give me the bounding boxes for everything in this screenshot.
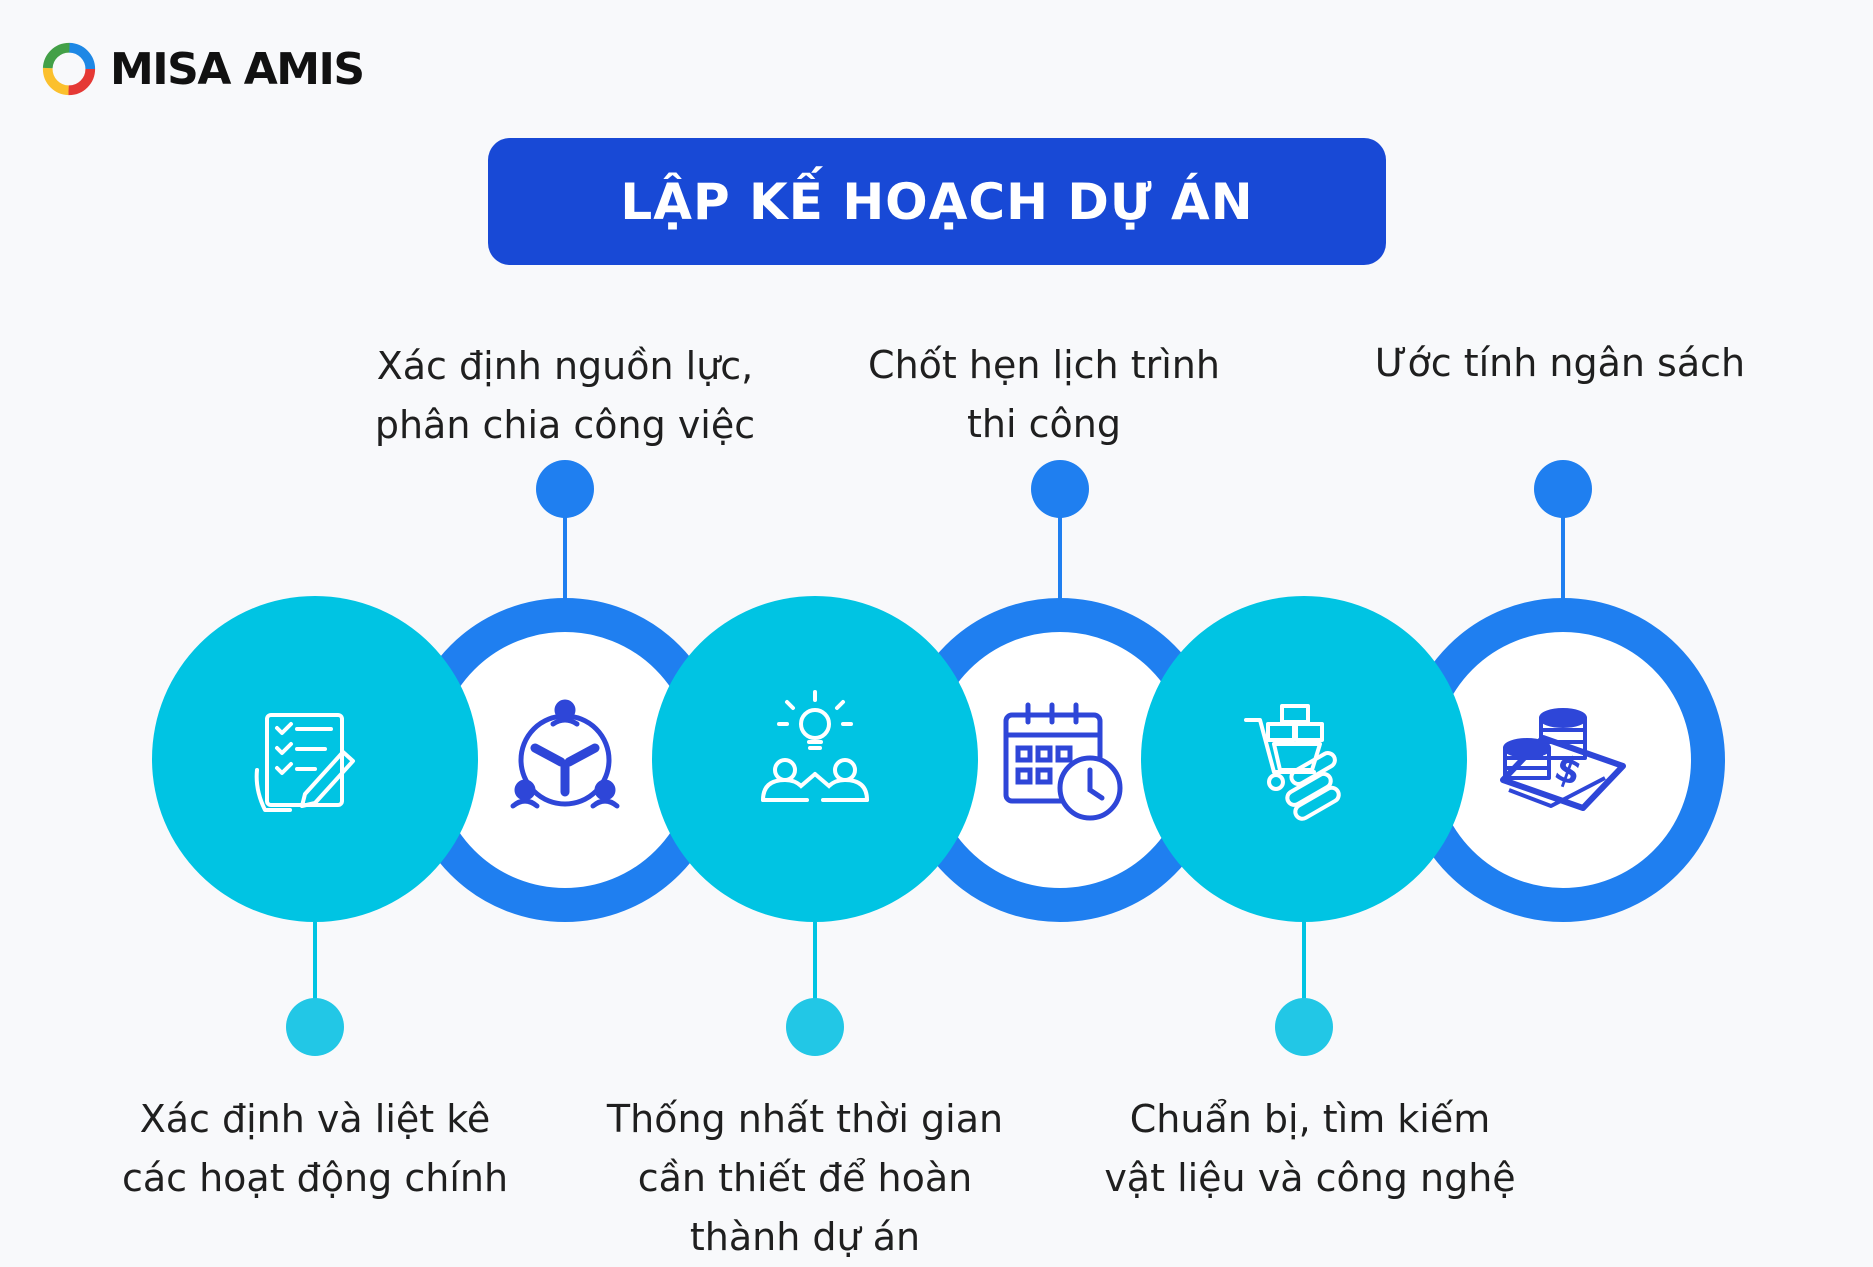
team-collaboration-icon [510,699,620,809]
misa-logo-icon [42,42,96,96]
page-title: LẬP KẾ HOẠCH DỰ ÁN [620,172,1254,231]
dot-step-1 [286,998,344,1056]
dot-step-2 [536,460,594,518]
disc-step-5 [1141,596,1467,922]
step-label-2: Xác định nguồn lực, phân chia công việc [374,344,756,447]
dot-step-6 [1534,460,1592,518]
step-label-6: Ước tính ngân sách [1374,341,1746,385]
calendar-clock-icon [1003,702,1123,821]
brand-name: MISA AMIS [110,43,365,95]
dot-step-3 [786,998,844,1056]
disc-step-3 [652,596,978,922]
step-label-4: Chốt hẹn lịch trình thi công [868,343,1220,446]
step-label-3: Thống nhất thời gian cần thiết để hoàn t… [606,1097,1004,1259]
step-label-1: Xác định và liệt kê các hoạt động chính [121,1097,509,1200]
dot-step-4 [1031,460,1089,518]
materials-cart-icon [1244,704,1341,821]
step-label-5: Chuẩn bị, tìm kiếm vật liệu và công nghệ [1104,1097,1516,1200]
discs [152,596,1467,922]
endpoint-dots [286,460,1592,1056]
idea-team-icon [761,690,869,802]
checklist-edit-icon [254,713,355,812]
dot-step-5 [1275,998,1333,1056]
brand-logo: MISA AMIS [40,38,365,100]
disc-step-1 [152,596,478,922]
connectors [313,515,1565,1000]
title-banner: LẬP KẾ HOẠCH DỰ ÁN [488,138,1386,265]
